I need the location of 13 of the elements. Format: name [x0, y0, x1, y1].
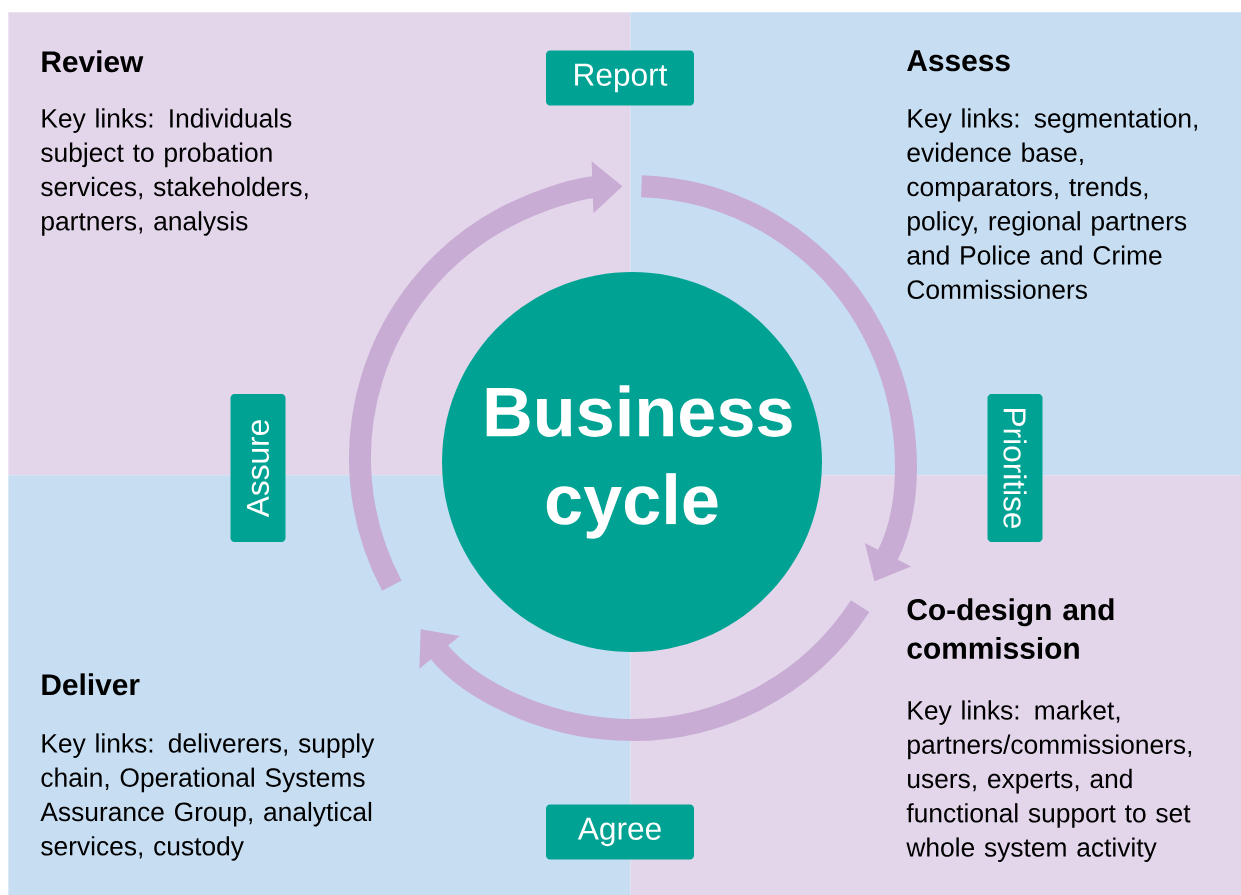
heading: Review — [42, 50, 144, 73]
step-label: Report — [546, 50, 694, 106]
cycle-arrow — [419, 599, 870, 741]
step-label: Agree — [546, 804, 694, 860]
body-text: Key links: segmentation, evidence base, comparators, trends, policy, regional partners and Police and Crime Commissioners — [907, 108, 1197, 299]
body-text: Key links: deliverers, supply chain, Operational Systems Assurance Group, analytical services, custody — [40, 733, 375, 861]
heading: Assess — [907, 50, 1010, 72]
heading: Deliver — [42, 673, 140, 696]
step-label: Assure — [230, 394, 286, 542]
body-text: Key links: Individuals subject to probation services, stakeholders, partners, analysis — [41, 108, 308, 236]
body-text: Key links: market, partners/commissioners, users, experts, and functional support to set whole system activity — [906, 700, 1192, 862]
heading: Co-design and commission — [907, 598, 1114, 659]
step-label: Prioritise — [987, 394, 1043, 542]
